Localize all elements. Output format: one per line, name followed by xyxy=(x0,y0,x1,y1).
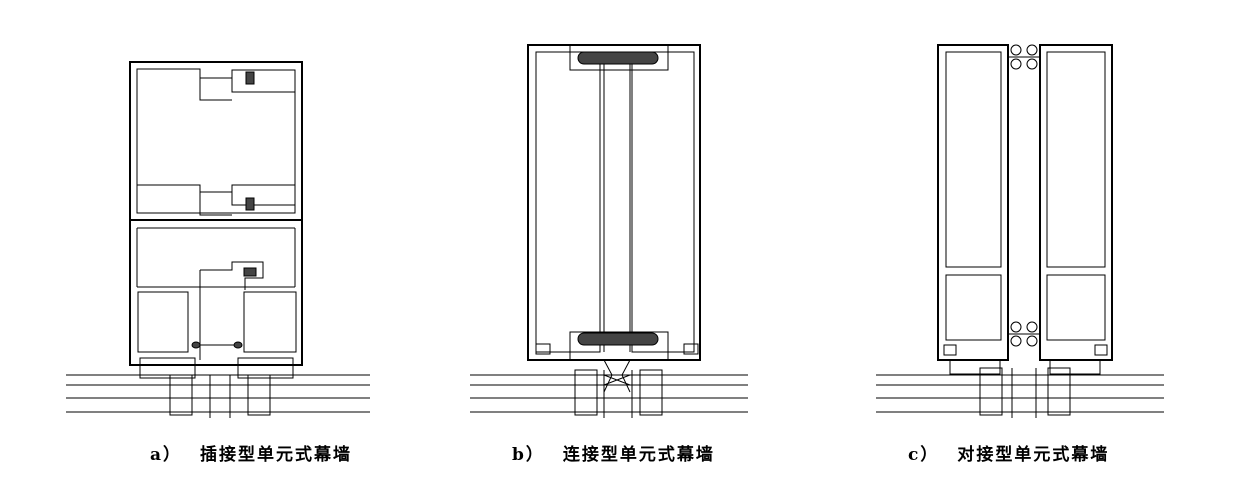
caption-b: b） 连接型单元式幕墙 xyxy=(512,440,715,465)
caption-a-label: 插接型单元式幕墙 xyxy=(200,445,353,465)
panel-c-right-unit xyxy=(1039,44,1113,375)
caption-c-label: 对接型单元式幕墙 xyxy=(957,445,1110,465)
caption-b-index: b） xyxy=(512,445,545,465)
caption-b-label: 连接型单元式幕墙 xyxy=(562,445,715,465)
panel-b-frame xyxy=(527,44,701,393)
panel-a-slab xyxy=(66,374,370,418)
panel-a-left-frame xyxy=(129,61,303,379)
panel-c-left-unit xyxy=(937,44,1009,375)
panel-a-plug-in-joint xyxy=(66,61,370,418)
caption-a-index: a） xyxy=(150,445,183,465)
caption-c: c） 对接型单元式幕墙 xyxy=(908,440,1109,465)
panel-c-slab xyxy=(876,367,1164,418)
panel-c-butt-joint xyxy=(876,44,1164,418)
panel-c-gaskets xyxy=(1008,44,1040,347)
panel-b-connected-joint xyxy=(470,44,748,418)
caption-c-index: c） xyxy=(908,445,940,465)
panel-b-slab xyxy=(470,369,748,418)
caption-a: a） 插接型单元式幕墙 xyxy=(150,440,352,465)
